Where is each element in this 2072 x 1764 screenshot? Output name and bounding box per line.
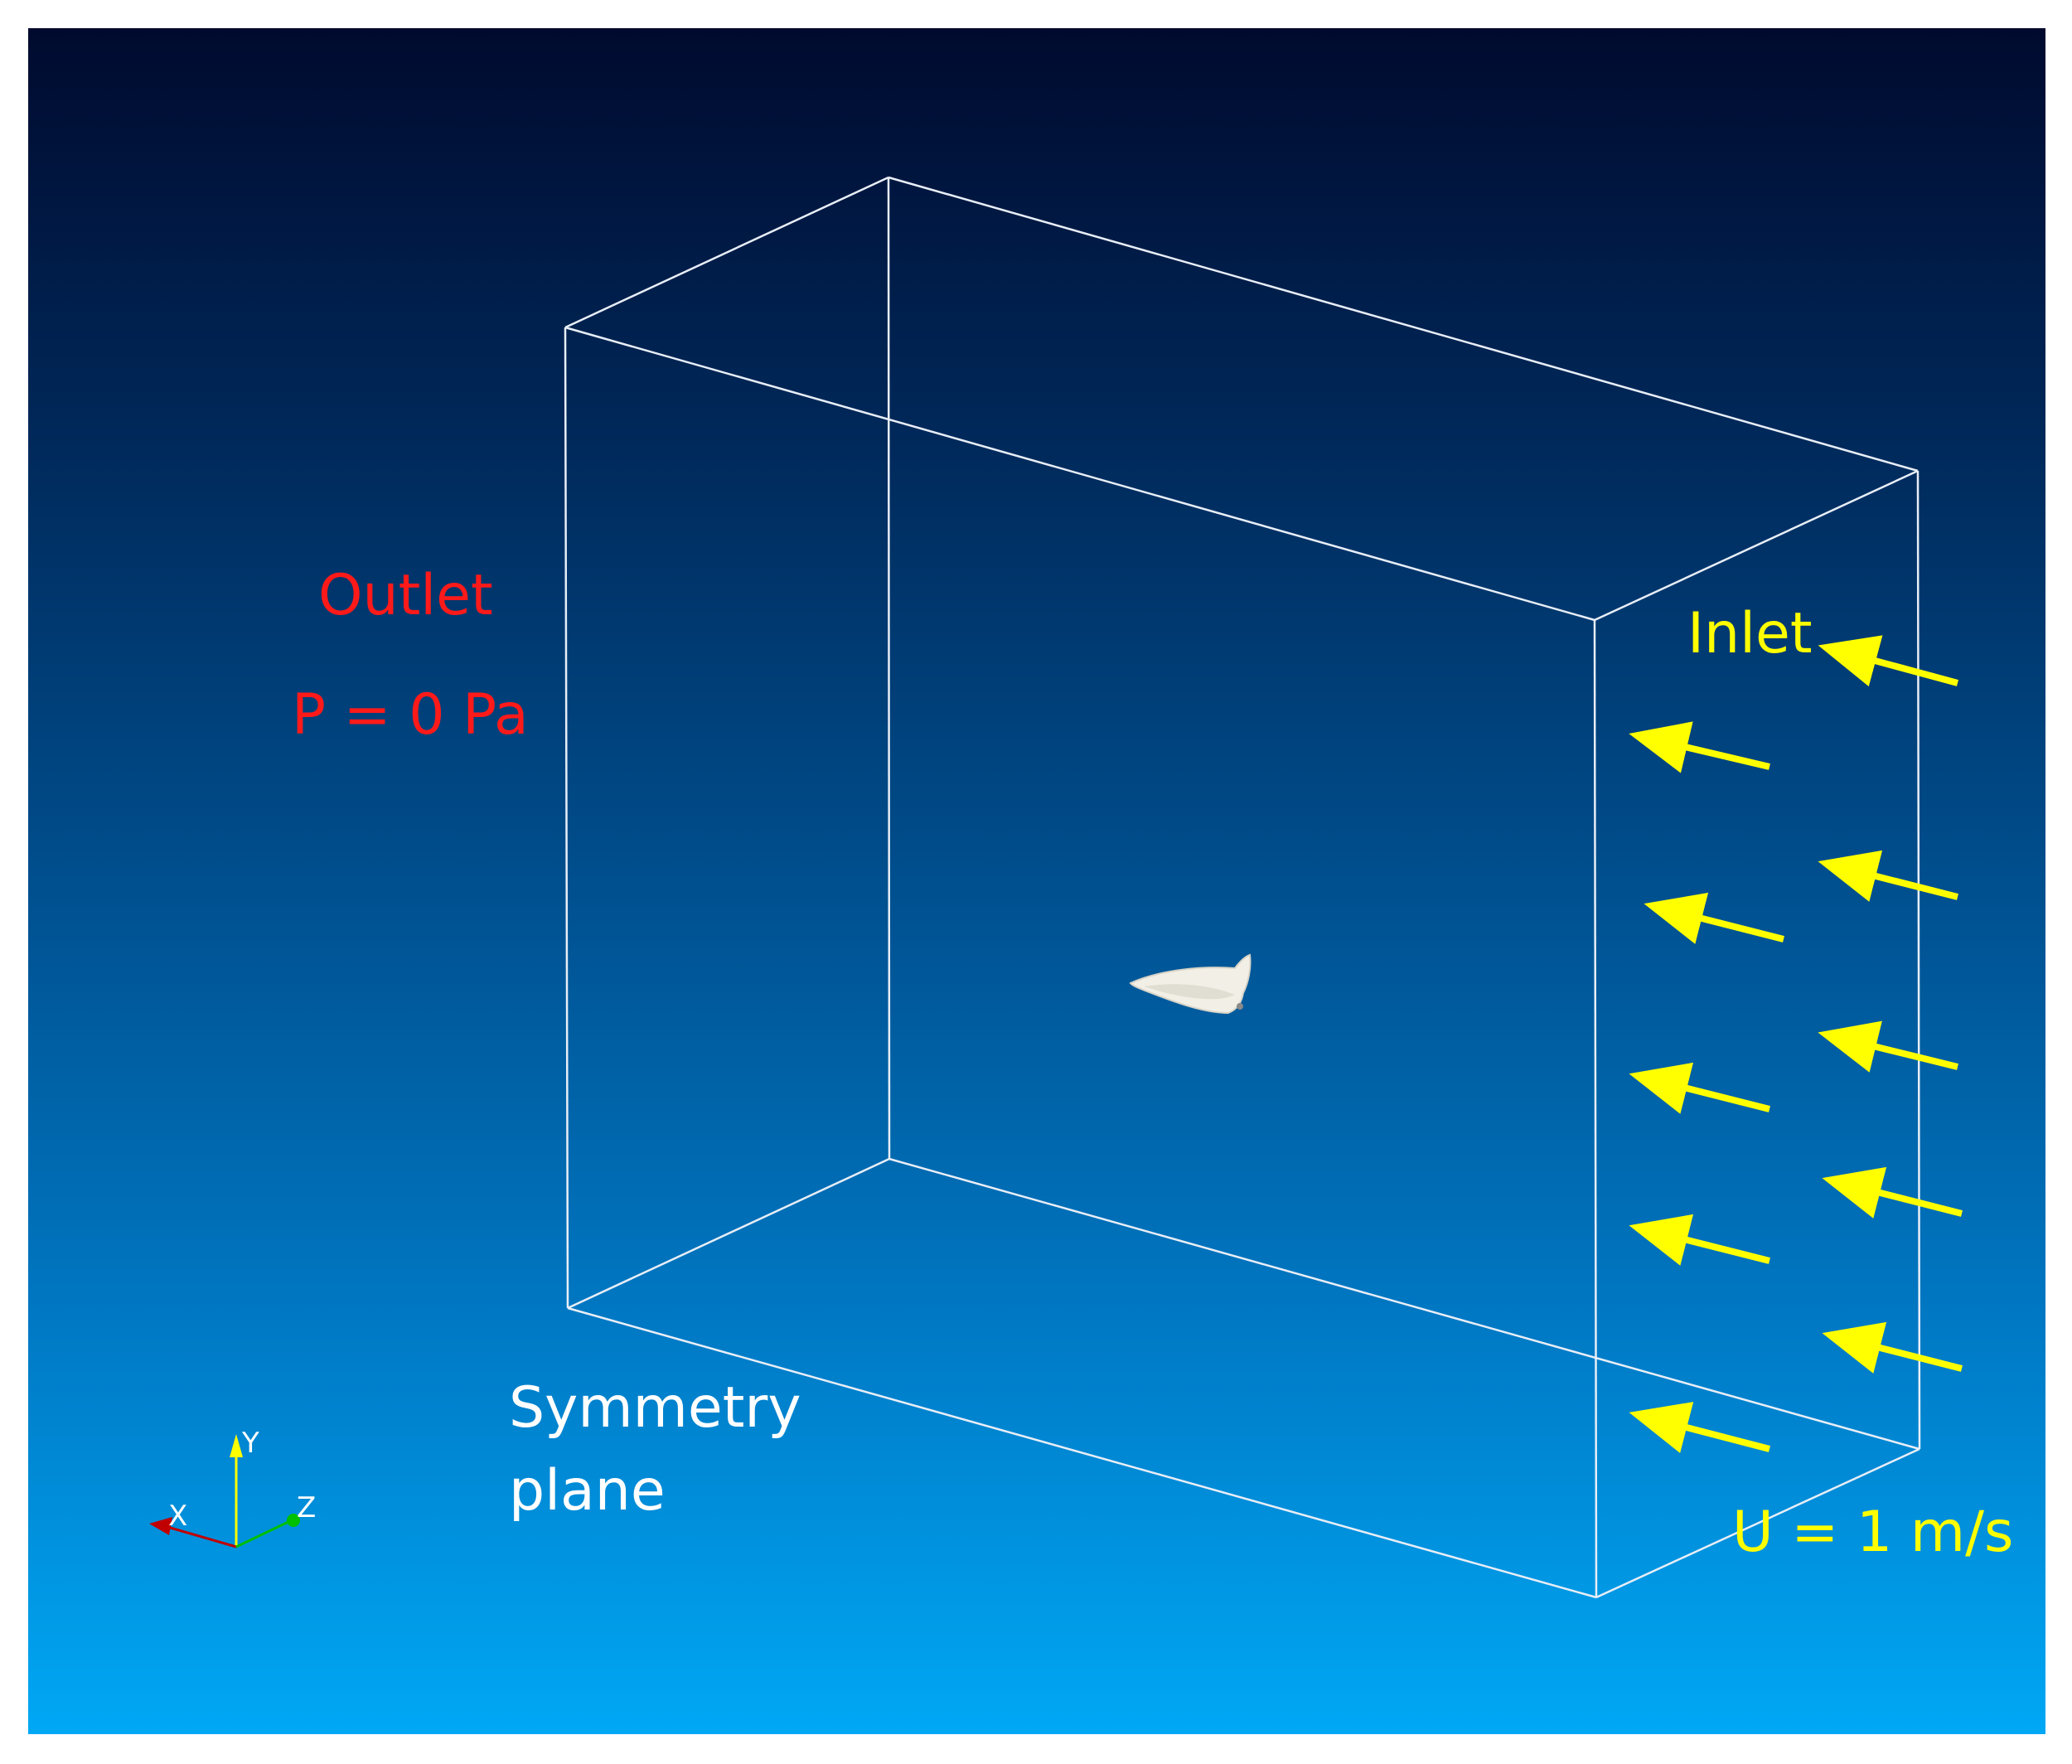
box-edge-front-top	[564, 326, 1595, 622]
box-edge-bottom-left	[567, 1157, 890, 1310]
arrow-left-icon	[1629, 1214, 1770, 1266]
box-edge-front-right	[1593, 619, 1598, 1598]
body-shape	[1129, 953, 1251, 1015]
inlet-label: Inlet	[1687, 601, 1813, 666]
axis-z-label: Z	[297, 1491, 316, 1524]
arrow-left-icon	[1629, 721, 1770, 773]
axis-z-line	[235, 1519, 293, 1548]
axis-y-label: Y	[241, 1427, 259, 1460]
symmetry-plane-label-line1: Symmetry	[509, 1375, 801, 1441]
arrow-left-icon	[1644, 892, 1784, 944]
xyz-triad-icon: Y X Z	[149, 1427, 316, 1548]
box-edge-front-left	[564, 327, 569, 1309]
outlet-label: Outlet	[318, 563, 493, 628]
3d-viewport	[28, 28, 2045, 1734]
box-edge-bottom-right	[1595, 1447, 1920, 1599]
box-edge-top-right	[1594, 469, 1919, 622]
box-edge-back-top	[888, 176, 1919, 472]
arrow-left-icon	[1818, 850, 1958, 902]
axis-x-head	[149, 1517, 172, 1535]
box-edge-front-bottom	[567, 1306, 1597, 1599]
box-edge-back-left	[887, 177, 891, 1160]
inlet-arrows	[1629, 635, 1963, 1454]
arrow-left-icon	[1818, 635, 1959, 687]
immersed-body	[1129, 953, 1251, 1015]
body-detail	[1237, 1003, 1243, 1010]
box-edge-back-bottom	[888, 1157, 1920, 1451]
axis-x-label: X	[168, 1500, 187, 1533]
axis-y-head	[230, 1434, 243, 1457]
box-edge-top-left	[564, 176, 889, 329]
arrow-left-icon	[1822, 1166, 1963, 1219]
inlet-velocity-label: U = 1 m/s	[1732, 1500, 2014, 1565]
arrow-left-icon	[1818, 1020, 1958, 1073]
axis-z-head	[287, 1514, 300, 1527]
axis-x-line	[161, 1524, 237, 1548]
arrow-left-icon	[1629, 1062, 1770, 1114]
arrow-left-icon	[1822, 1321, 1963, 1374]
outlet-pressure-label: P = 0 Pa	[292, 682, 529, 748]
symmetry-plane-label-line2: plane	[509, 1458, 666, 1524]
body-shading	[1144, 984, 1235, 1000]
domain-box	[564, 176, 1921, 1599]
arrow-left-icon	[1629, 1402, 1771, 1454]
box-edge-back-right	[1916, 470, 1921, 1450]
